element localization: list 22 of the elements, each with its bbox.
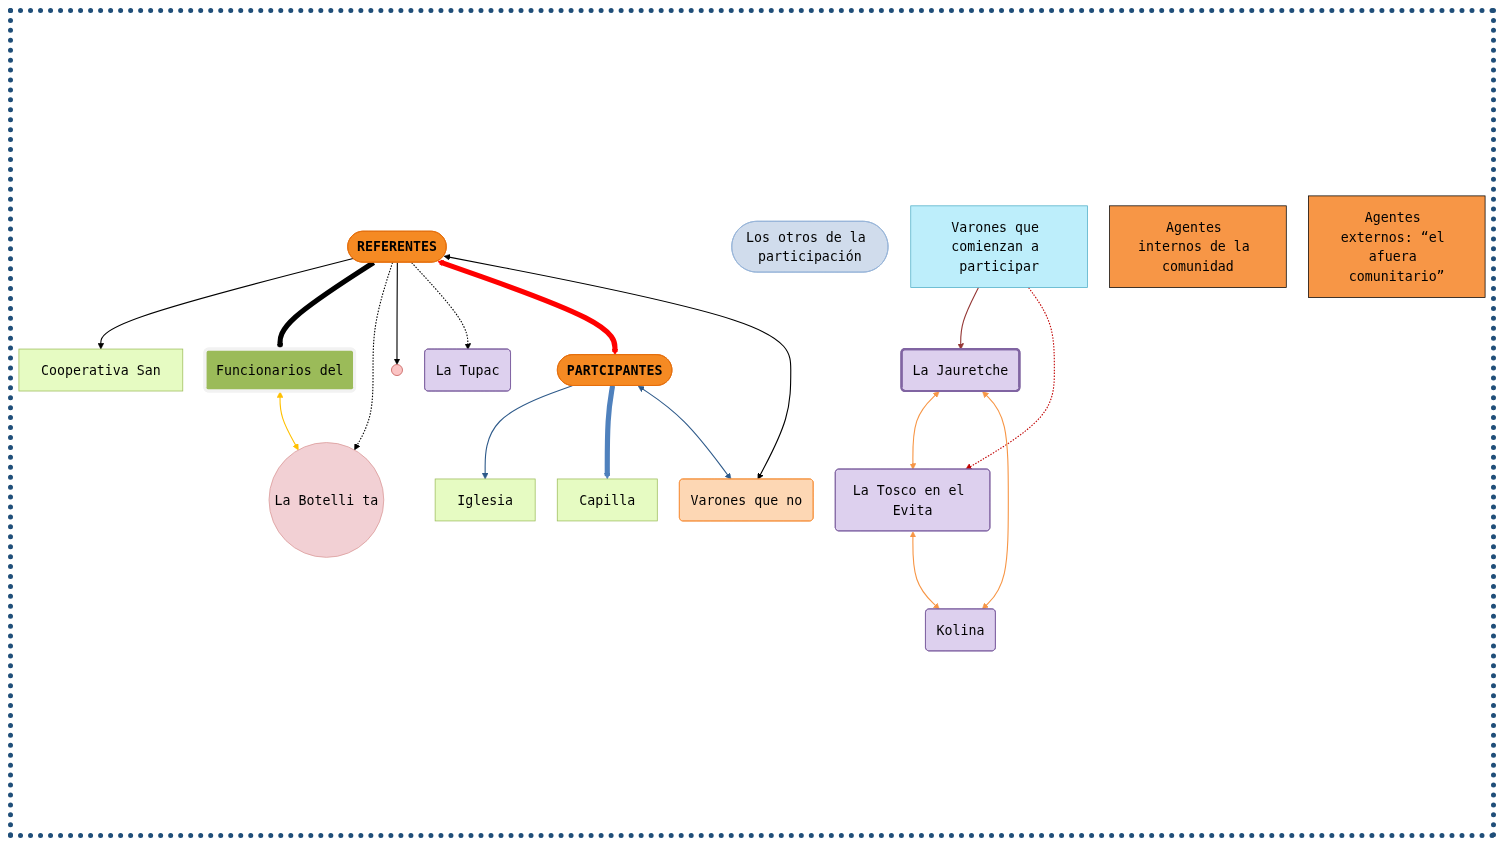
arrow xyxy=(97,257,354,349)
arrow xyxy=(276,391,299,450)
node-circle: La Botelli ta xyxy=(268,441,385,558)
node-box: Varones que comienzan a participar xyxy=(910,205,1088,288)
arrow xyxy=(637,385,732,480)
node-box: Cooperativa San xyxy=(18,348,184,391)
arrow xyxy=(982,390,1009,610)
arrow xyxy=(443,253,792,480)
arrow xyxy=(437,259,619,355)
arrow xyxy=(354,261,394,450)
arrow xyxy=(411,261,472,350)
node-box: Agentes externos: “el afuera comunitario” xyxy=(1308,195,1486,298)
node-box: Agentes internos de la comunidad xyxy=(1109,205,1287,288)
arrow xyxy=(393,261,401,365)
arrow xyxy=(965,286,1055,470)
arrow xyxy=(909,530,940,610)
node-circle xyxy=(391,363,403,376)
arrow xyxy=(604,385,616,479)
node-box: Iglesia xyxy=(434,478,536,521)
arrow xyxy=(909,390,940,470)
node-box: Capilla xyxy=(556,478,658,521)
arrow xyxy=(481,384,573,479)
